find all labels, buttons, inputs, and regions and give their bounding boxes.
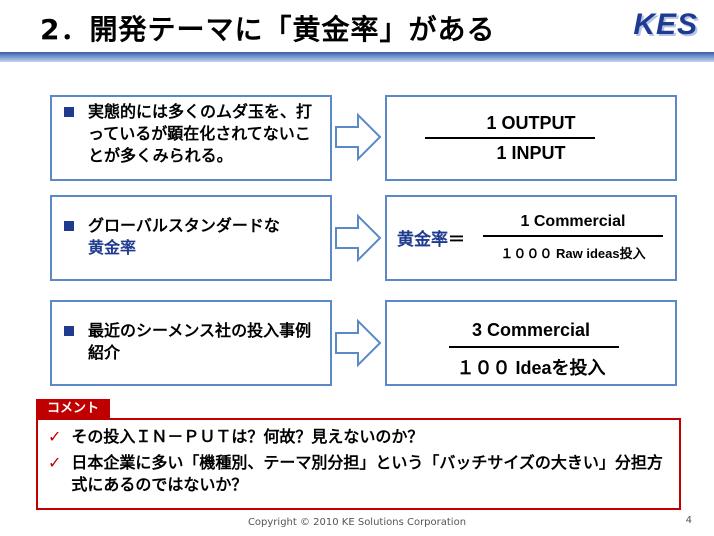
title-divider bbox=[0, 52, 714, 62]
ratio-box-output-input: 1 OUTPUT 1 INPUT bbox=[385, 95, 677, 181]
right-arrow-icon bbox=[335, 213, 382, 263]
right-arrow-icon bbox=[335, 318, 382, 368]
ratio-denominator: １００ Ideaを投入 bbox=[456, 358, 606, 378]
ratio-numerator: 1 Commercial bbox=[520, 213, 626, 230]
page-title: 2．開発テーマに「黄金率」がある bbox=[40, 13, 496, 46]
ratio-numerator: 3 Commercial bbox=[471, 320, 591, 340]
statement-highlight: 黄金率 bbox=[88, 238, 137, 257]
statement-highlight: シーメンス社 bbox=[136, 321, 232, 340]
statement-box-waste: 実態的には多くのムダ玉を、打っているが顕在化されてないことが多くみられる。 bbox=[50, 95, 332, 181]
fraction-bar bbox=[449, 346, 619, 348]
statement-box-golden-ratio: グローバルスタンダードな 黄金率 bbox=[50, 195, 332, 281]
ratio-box-golden-ratio: 黄金率＝ 1 Commercial １０００ Raw ideas投入 bbox=[385, 195, 677, 281]
kes-logo: KES bbox=[633, 8, 698, 41]
ratio-denominator: １０００ Raw ideas投入 bbox=[500, 246, 646, 261]
comment-item: ✓ 日本企業に多い「機種別、テーマ別分担」という「バッチサイズの大きい」分担方式… bbox=[48, 453, 663, 494]
statement-text: 実態的には多くのムダ玉を、打っているが顕在化されてないことが多くみられる。 bbox=[88, 102, 313, 165]
copyright-footer: Copyright © 2010 KE Solutions Corporatio… bbox=[247, 517, 467, 528]
ratio-denominator: 1 INPUT bbox=[496, 143, 566, 163]
page-number: 4 bbox=[685, 515, 692, 526]
ratio-box-siemens: 3 Commercial １００ Ideaを投入 bbox=[385, 300, 677, 386]
equals-sign: ＝ bbox=[448, 230, 465, 250]
ratio-numerator: 1 OUTPUT bbox=[486, 113, 576, 133]
right-arrow-icon bbox=[335, 112, 382, 162]
comment-label: コメント bbox=[36, 399, 110, 418]
statement-text: グローバルスタンダードな bbox=[88, 216, 280, 235]
comment-item: ✓ その投入ＩＮ－ＰＵＴは？何故？見えないのか？ bbox=[48, 427, 424, 446]
comment-box: ✓ その投入ＩＮ－ＰＵＴは？何故？見えないのか？ ✓ 日本企業に多い「機種別、テ… bbox=[36, 418, 681, 510]
square-bullet-icon bbox=[64, 326, 74, 336]
fraction-bar bbox=[425, 137, 595, 139]
golden-ratio-label: 黄金率 bbox=[397, 230, 448, 250]
fraction-bar bbox=[483, 235, 663, 237]
square-bullet-icon bbox=[64, 107, 74, 117]
statement-box-siemens: 最近のシーメンス社の投入事例紹介 bbox=[50, 300, 332, 386]
statement-text: 最近のシーメンス社の投入事例紹介 bbox=[88, 321, 312, 362]
checkmark-icon: ✓ bbox=[48, 453, 62, 472]
square-bullet-icon bbox=[64, 221, 74, 231]
checkmark-icon: ✓ bbox=[48, 427, 62, 446]
